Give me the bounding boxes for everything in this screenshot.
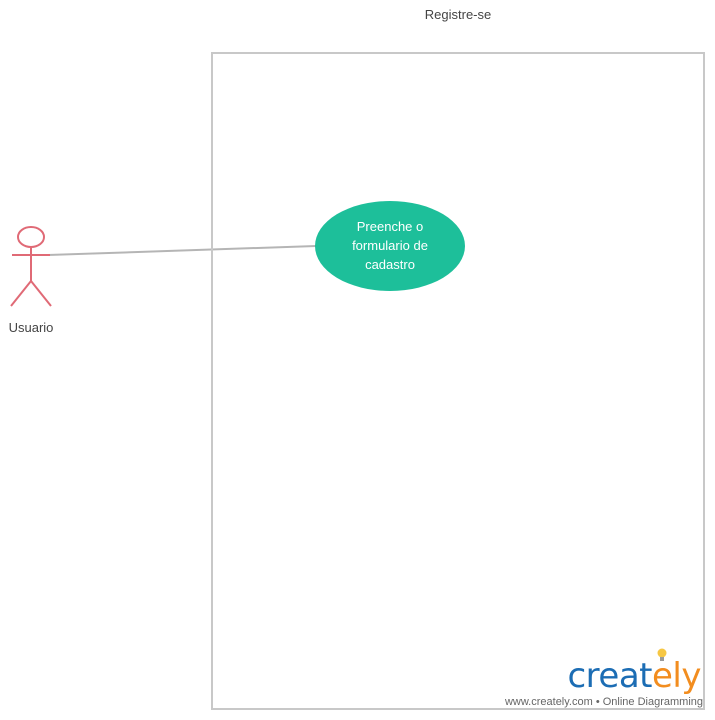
lightbulb-icon [657, 648, 667, 661]
actor-head [17, 226, 45, 248]
use-case-label: Preenche o formulario de cadastro [316, 217, 464, 274]
logo-text-part2: ely [652, 656, 702, 696]
use-case-label-line-1: Preenche o [356, 219, 424, 234]
actor-right-leg [30, 280, 52, 307]
use-case-label-line-3: cadastro [365, 257, 415, 272]
logo-text-part1: creat [567, 656, 652, 696]
actor-figure[interactable] [10, 226, 52, 307]
actor-label: Usuario [8, 320, 54, 335]
use-case-label-line-2: formulario de [352, 238, 428, 253]
watermark-tagline: www.creately.com • Online Diagramming [504, 696, 703, 708]
system-title: Registre-se [424, 7, 492, 22]
actor-left-leg [10, 280, 32, 307]
use-case-ellipse[interactable] [315, 201, 465, 291]
system-boundary[interactable] [211, 52, 705, 710]
association-line[interactable] [47, 245, 317, 256]
creately-watermark: creately www.creately.com • Online Diagr… [483, 640, 705, 714]
creately-logo: creately [567, 656, 701, 696]
